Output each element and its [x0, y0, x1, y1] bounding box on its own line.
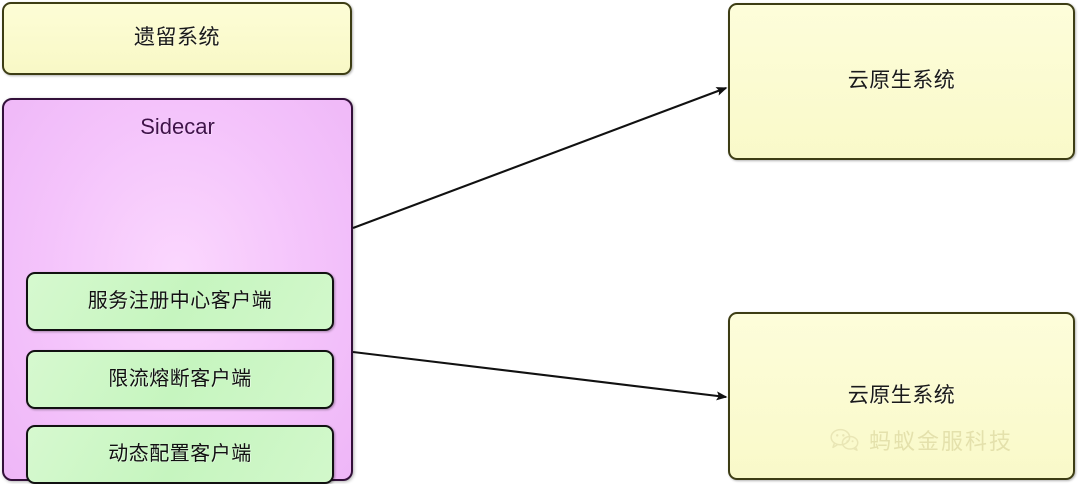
cloud-native-system-node-top[interactable]: 云原生系统	[728, 3, 1075, 160]
client-label-service-registry: 服务注册中心客户端	[87, 290, 273, 312]
cloud-native-system-node-bottom[interactable]: 云原生系统	[728, 312, 1075, 480]
legacy-system-label: 遗留系统	[134, 26, 220, 50]
connector-sidecar-to-cloud-top	[352, 87, 728, 229]
client-box-dynamic-config[interactable]: 动态配置客户端	[26, 425, 334, 484]
connector-sidecar-to-cloud-bottom	[352, 350, 728, 401]
sidecar-title: Sidecar	[140, 114, 215, 139]
client-label-rate-limit-circuit-breaker: 限流熔断客户端	[108, 368, 252, 390]
client-box-rate-limit-circuit-breaker[interactable]: 限流熔断客户端	[26, 350, 334, 409]
client-box-service-registry[interactable]: 服务注册中心客户端	[26, 272, 334, 331]
cloud-native-label-top: 云原生系统	[847, 69, 956, 93]
cloud-native-label-bottom: 云原生系统	[847, 383, 956, 407]
sidecar-container-node[interactable]: Sidecar 服务注册中心客户端 限流熔断客户端 动态配置客户端 故障注入客户…	[2, 98, 353, 484]
client-label-dynamic-config: 动态配置客户端	[108, 443, 252, 465]
legacy-system-node[interactable]: 遗留系统	[2, 2, 352, 75]
